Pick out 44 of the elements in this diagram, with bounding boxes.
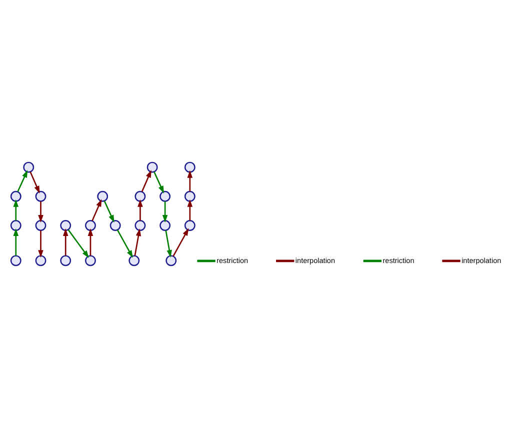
- arrow: [13, 199, 19, 221]
- node-circle: [110, 220, 121, 231]
- node-circle: [184, 220, 196, 231]
- arrow: [154, 172, 164, 194]
- node-circle: [85, 255, 96, 266]
- node-circle: [134, 190, 146, 202]
- node-circle: [134, 220, 146, 231]
- arrow: [187, 199, 193, 221]
- arrow: [134, 228, 142, 256]
- node-circle: [184, 190, 196, 202]
- arrow: [104, 200, 114, 223]
- node-circle: [35, 220, 46, 231]
- arrow: [187, 170, 193, 192]
- arrow: [172, 228, 189, 256]
- arrow: [141, 170, 152, 192]
- arrow: [38, 230, 44, 258]
- node-circle: [60, 255, 72, 266]
- node-circle: [160, 190, 171, 202]
- arrow: [17, 170, 28, 192]
- arrow: [165, 230, 172, 258]
- arrow: [68, 229, 89, 258]
- arrow: [92, 199, 102, 222]
- node-circle: [166, 255, 177, 266]
- node-circle: [35, 255, 46, 266]
- arrow: [13, 228, 19, 256]
- node-circle: [10, 255, 22, 266]
- node-circle: [10, 220, 22, 231]
- node-circle: [60, 220, 72, 231]
- node-circle: [160, 220, 171, 231]
- node-circle: [184, 162, 196, 173]
- node-circle: [35, 190, 46, 202]
- arrow: [38, 201, 44, 223]
- node-circle: [146, 162, 158, 173]
- node-circle: [23, 162, 34, 173]
- node-circle: [128, 255, 140, 266]
- node-circle: [10, 190, 22, 202]
- node-circle: [97, 190, 108, 202]
- arrow: [62, 228, 68, 256]
- arrow: [138, 199, 143, 221]
- arrow: [162, 201, 168, 223]
- arrow: [116, 230, 133, 258]
- arrow: [30, 172, 40, 194]
- node-circle: [85, 220, 96, 231]
- arrow: [88, 228, 94, 256]
